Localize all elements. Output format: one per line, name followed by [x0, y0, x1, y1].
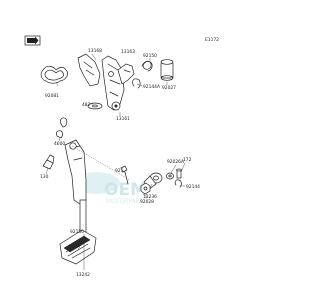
clip-right-part: [174, 179, 182, 188]
part-label-92144a: 92144A: [143, 84, 160, 90]
watermark-tagline: MOTORPARTS: [106, 198, 147, 205]
o-ring-part: [40, 65, 68, 84]
collar-part: [160, 59, 174, 81]
part-labels: 13168 13161 13163 92150 92027 92144A 920…: [40, 48, 200, 278]
front-arrow-icon: [24, 35, 41, 46]
part-label-92026a: 92026A: [167, 159, 184, 165]
bolt-left-part: [42, 154, 55, 170]
part-label-92027: 92027: [162, 85, 176, 91]
retainer-ring-part: [56, 117, 68, 139]
washer-right-part: [166, 172, 174, 180]
part-label-130: 130: [40, 174, 49, 180]
part-label-92144: 92144: [186, 184, 200, 190]
part-label-921: 921: [115, 168, 124, 174]
part-label-172: 172: [183, 157, 192, 163]
shift-arm-part: [117, 63, 135, 85]
part-label-92150-top: 92150: [143, 53, 157, 59]
part-label-13161: 13161: [116, 116, 130, 122]
figure-code: E1172: [205, 37, 219, 43]
part-label-13168: 13168: [88, 48, 102, 54]
pedal-rubber-part: [59, 229, 97, 265]
parts-diagram-page: OEM MOTORPARTS E1172: [24, 35, 220, 278]
watermark-brand: OEM: [104, 180, 147, 200]
shift-pedal-part: [64, 139, 131, 235]
shift-shaft-part: [77, 53, 125, 111]
exploded-parts-diagram: OEM MOTORPARTS E1172: [24, 35, 219, 278]
part-label-482: 482: [82, 102, 91, 108]
part-label-13242: 13242: [76, 272, 90, 278]
pin-right-part: [176, 168, 182, 179]
part-label-92028: 92028: [140, 199, 154, 205]
small-washer-part: [87, 102, 103, 110]
bolt-mid-part: [120, 165, 129, 185]
spring-part: [141, 58, 153, 72]
part-label-13163: 13163: [121, 49, 135, 55]
nut-mid-part: [140, 182, 151, 195]
leader-lines: [45, 53, 186, 270]
part-label-92150-rubber: 92150: [70, 229, 84, 235]
part-label-13236: 13236: [143, 194, 157, 200]
part-label-92081: 92081: [45, 93, 59, 99]
part-label-4600: 4600: [54, 141, 65, 147]
circlip-part: [132, 78, 141, 89]
